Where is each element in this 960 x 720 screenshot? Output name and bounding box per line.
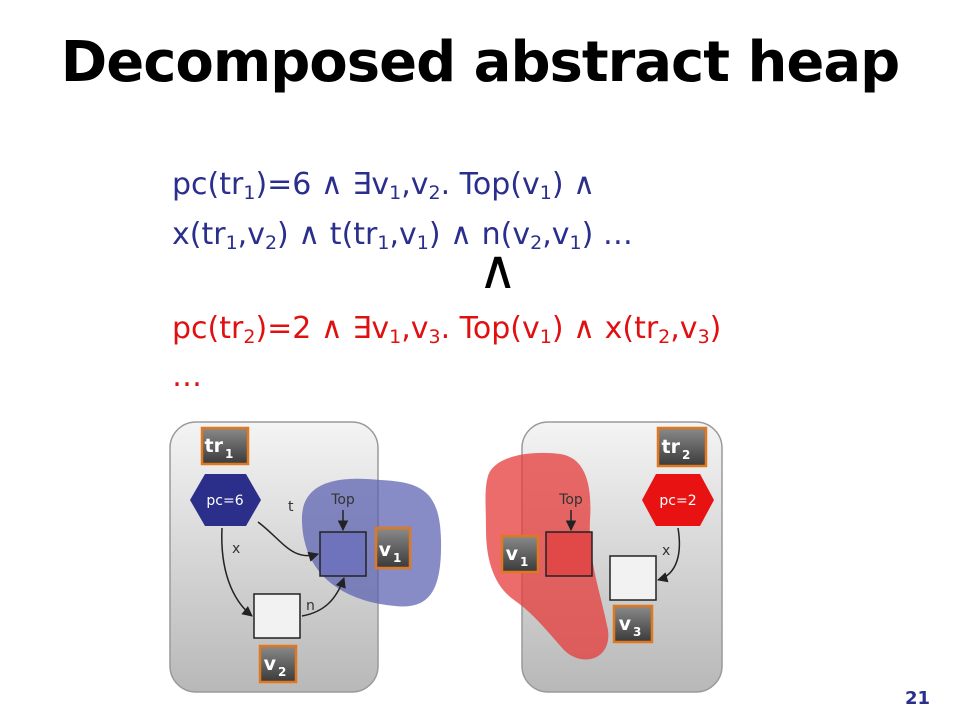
v3-tag-text: v (619, 613, 632, 635)
v1-tag-right (500, 534, 540, 574)
formula-red-line-1: pc(tr2)=2 ∧ ∃v1,v3. Top(v1) ∧ x(tr2,v3) (172, 311, 722, 348)
page-number: 21 (904, 688, 930, 709)
left-heap-panel: tr 1 pc=6 Top t x n v 1 v 2 (169, 421, 442, 693)
edge-x-right (656, 527, 681, 583)
edge-n (301, 577, 346, 617)
v2-node (253, 593, 301, 639)
edge-x-left-label: x (232, 541, 240, 557)
v1-tag-right-text: v (506, 543, 519, 565)
formula-blue-line-1: pc(tr1)=6 ∧ ∃v1,v2. Top(v1) ∧ (172, 167, 596, 204)
big-and-symbol: ∧ (478, 238, 518, 301)
v1-node-left (319, 531, 367, 577)
and-symbol: ∧ (298, 217, 321, 252)
edge-t-label: t (288, 499, 294, 515)
pc-label-left: pc=6 (206, 493, 243, 509)
edge-t (257, 521, 320, 562)
and-symbol: ∧ (320, 167, 343, 202)
v1-tag-left-text: v (379, 539, 392, 561)
v2-tag-text: v (264, 653, 277, 675)
v3-tag-sub: 3 (633, 625, 641, 639)
tr2-tag-sub: 2 (682, 448, 690, 462)
tr2-tag (656, 426, 708, 468)
and-symbol: ∧ (450, 217, 473, 252)
slide-title: Decomposed abstract heap (60, 30, 901, 95)
v3-tag (612, 604, 654, 644)
tr1-tag-text: tr (205, 435, 224, 457)
v2-tag-sub: 2 (278, 665, 286, 679)
v1-tag-right-sub: 1 (520, 555, 528, 569)
pc-label-right: pc=2 (659, 493, 696, 509)
top-label-right: Top (558, 492, 583, 508)
and-symbol: ∧ (573, 167, 596, 202)
pc-node-left (190, 474, 261, 526)
top-label-left: Top (330, 492, 355, 508)
pc-node-right (642, 474, 714, 526)
formula-blue-line-2: x(tr1,v2) ∧ t(tr1,v1) ∧ n(v2,v1) … (172, 217, 633, 254)
tr2-tag-text: tr (662, 436, 681, 458)
v3-node (609, 555, 657, 601)
right-heap-panel: tr 2 pc=2 Top x v 1 v 3 (485, 421, 723, 693)
v1-tag-left-sub: 1 (393, 551, 401, 565)
and-symbol: ∧ (320, 311, 343, 346)
edge-x-right-label: x (662, 543, 670, 559)
v1-node-right (545, 531, 593, 577)
v2-tag (258, 644, 298, 684)
and-symbol: ∧ (573, 311, 596, 346)
edge-n-label: n (306, 598, 315, 614)
tr1-tag (200, 426, 250, 466)
v1-tag-left (374, 526, 412, 570)
edge-x-left (221, 527, 253, 617)
formula-red-line-2: … (172, 359, 202, 394)
tr1-tag-sub: 1 (225, 447, 233, 461)
